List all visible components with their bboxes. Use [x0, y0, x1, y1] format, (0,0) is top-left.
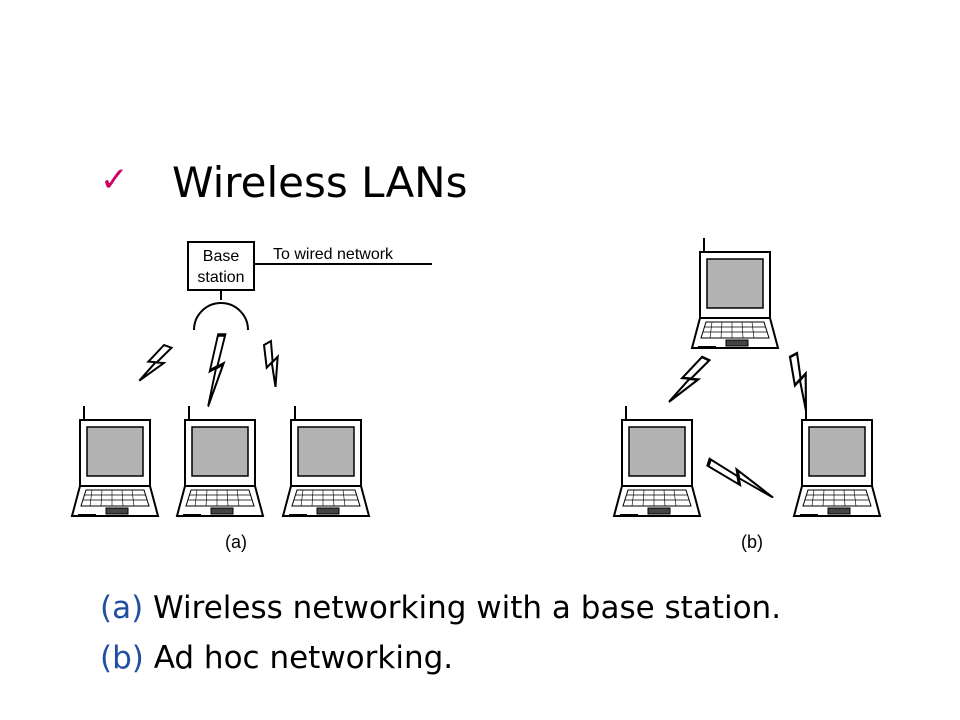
laptop-a2 — [176, 405, 264, 518]
wireless-signal-bolt — [667, 351, 711, 412]
wireless-signal-bolt — [253, 340, 293, 388]
laptop-b-right — [793, 405, 881, 518]
wired-network-label: To wired network — [273, 246, 394, 263]
caption-a-marker: (a) — [100, 590, 144, 626]
check-mark-icon: ✓ — [100, 160, 129, 200]
caption-b: (b) Ad hoc networking. — [100, 640, 453, 676]
caption-b-text: Ad hoc networking. — [153, 640, 454, 676]
wireless-signal-bolt — [138, 340, 173, 389]
slide-title: Wireless LANs — [172, 158, 468, 207]
wireless-signal-bolt — [703, 457, 780, 500]
wireless-signal-bolt — [206, 333, 227, 409]
base-station-antenna — [193, 302, 249, 331]
wireless-signal-bolt — [779, 352, 824, 412]
laptop-a1 — [71, 405, 159, 518]
laptop-a3 — [282, 405, 370, 518]
laptop-b-top — [691, 237, 779, 350]
diagram-label-a: (a) — [225, 532, 247, 552]
base-station-label-line1: Base — [203, 248, 240, 265]
diagram-label-b: (b) — [741, 532, 763, 552]
laptop-b-left — [613, 405, 701, 518]
caption-a: (a) Wireless networking with a base stat… — [100, 590, 781, 626]
caption-b-marker: (b) — [100, 640, 144, 676]
caption-a-text: Wireless networking with a base station. — [153, 590, 782, 626]
base-station-label-line2: station — [197, 269, 244, 286]
